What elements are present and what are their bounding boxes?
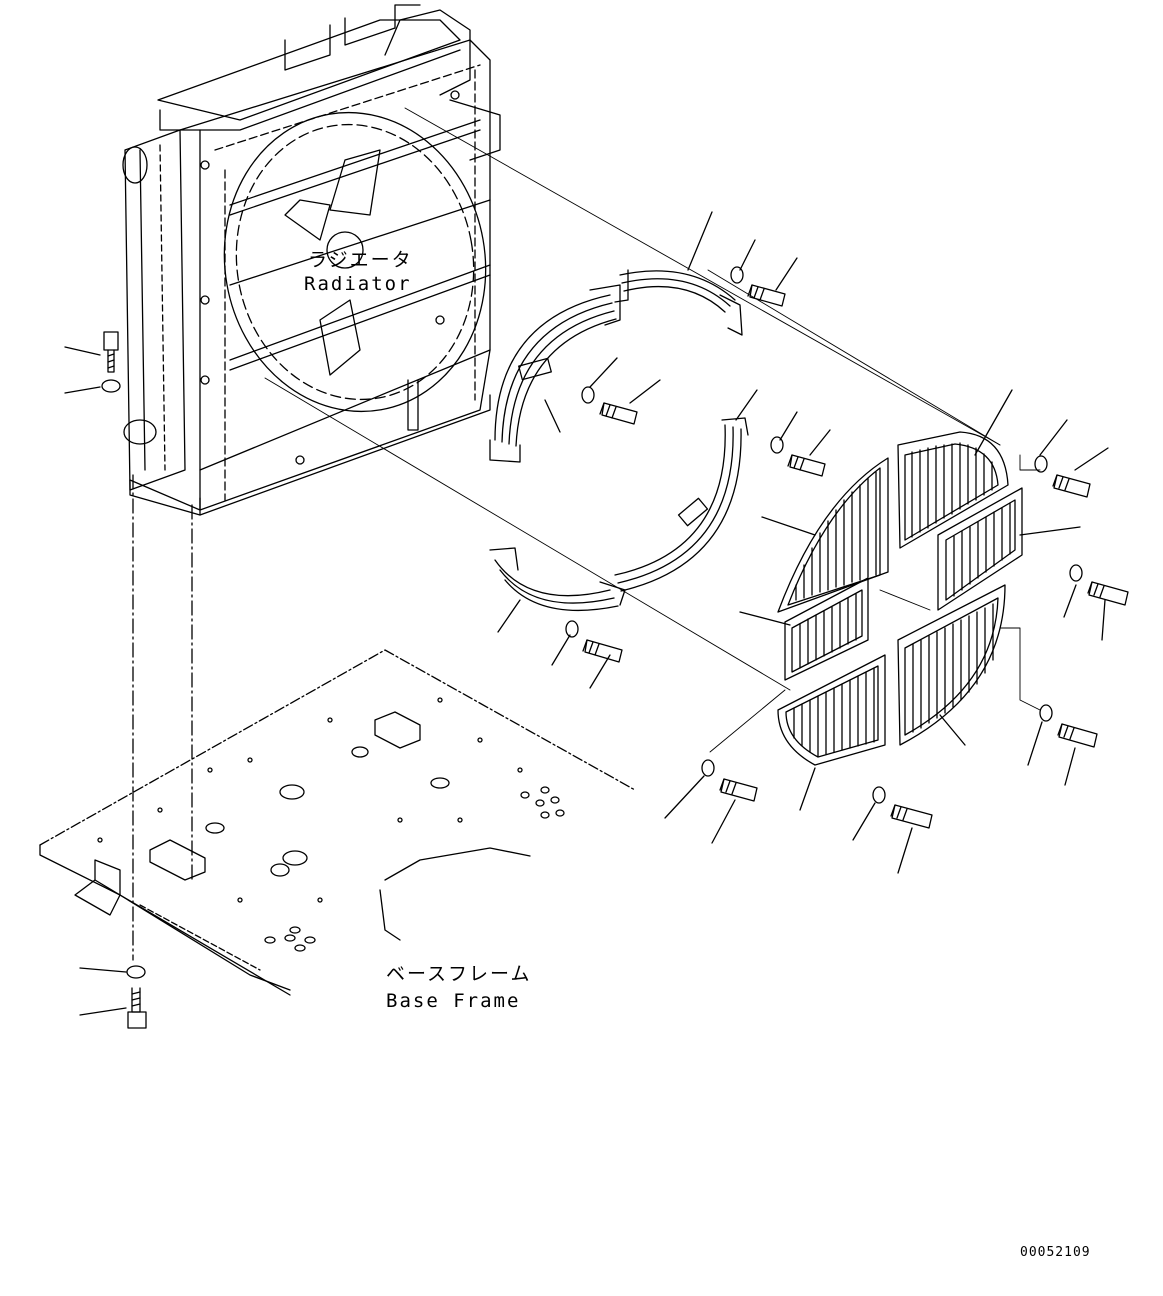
alignment-line xyxy=(1019,454,1041,471)
drawing-number: 00052109 xyxy=(1020,1245,1091,1260)
washer-lower xyxy=(126,965,146,979)
ring-hardware xyxy=(565,266,826,663)
fan-guard-ring-upper-left xyxy=(489,284,621,463)
radiator-label-en: Radiator xyxy=(304,273,412,295)
radiator-assembly xyxy=(122,4,501,516)
grille-hardware xyxy=(701,455,1129,829)
leader-line xyxy=(79,1007,127,1016)
washer-upper xyxy=(101,379,121,393)
radiator-label-ja: ラジエータ xyxy=(308,249,413,271)
leader-line xyxy=(64,346,101,356)
alignment-line xyxy=(404,107,1001,446)
grille-panel-bottom-left xyxy=(777,654,886,766)
alignment-line xyxy=(879,589,931,611)
grille-panel-top-right xyxy=(897,431,1009,549)
alignment-line xyxy=(999,627,1041,711)
mounting-bolt-lower xyxy=(127,987,147,1029)
base-frame-label-en: Base Frame xyxy=(386,990,520,1012)
alignment-line xyxy=(709,689,786,753)
fan-guard-ring-lower-left xyxy=(489,547,626,612)
grille-leaders xyxy=(664,389,1109,874)
grille-panel-middle-left xyxy=(784,577,869,681)
alignment-line xyxy=(264,377,791,691)
fan-guard-ring-upper-right xyxy=(614,269,743,336)
leader-line xyxy=(64,386,101,394)
fan-guard-ring-lower-right xyxy=(614,417,749,592)
ring-leaders xyxy=(497,211,831,689)
leader-line xyxy=(79,967,127,973)
base-frame xyxy=(39,649,636,996)
grille-panel-top-left xyxy=(777,457,889,613)
grille-panel-middle-right xyxy=(937,487,1023,611)
grille-panel-bottom-right xyxy=(897,584,1006,746)
mounting-bolt-upper xyxy=(103,331,119,373)
alignment-line xyxy=(707,269,1001,446)
base-frame-label-ja: ベースフレーム xyxy=(386,963,531,985)
